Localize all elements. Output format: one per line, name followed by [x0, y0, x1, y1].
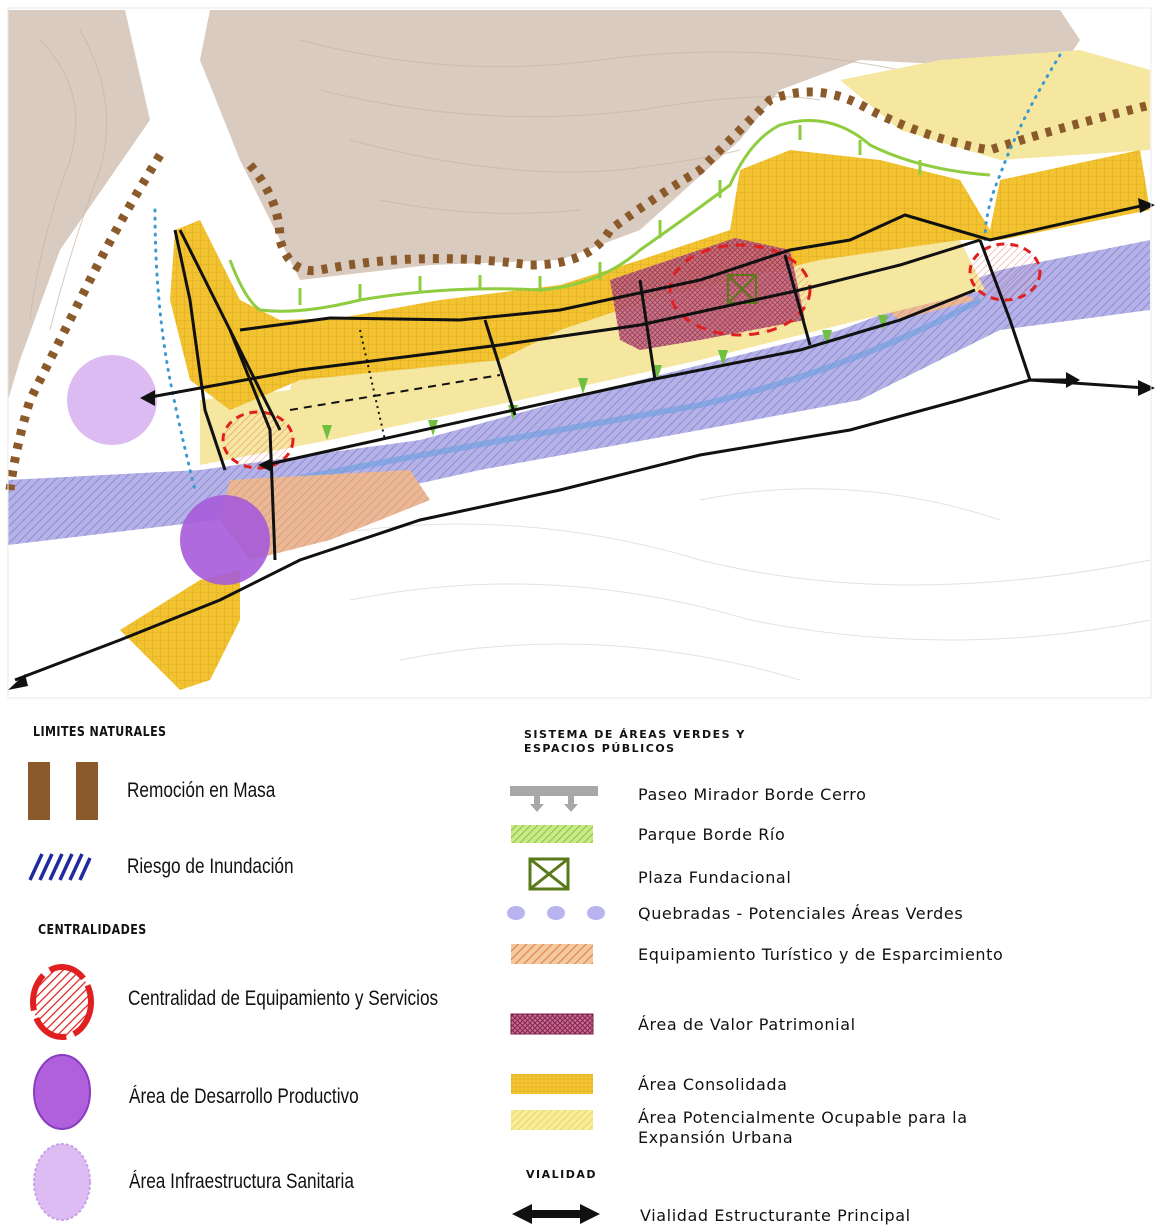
river-band: [8, 240, 1150, 545]
main-road-south: [14, 378, 1146, 682]
productive-area-icon: [33, 1054, 91, 1130]
consolidated-area-icon: [511, 1074, 593, 1094]
hill-area-north: [200, 10, 1080, 280]
main-road-arrow-icon: [512, 1204, 600, 1224]
mass-removal-line-west: [5, 152, 164, 491]
legend-heading-natural-limits: LIMITES NATURALES: [33, 725, 167, 740]
legend-label-tourism-equipment: Equipamiento Turístico y de Esparcimient…: [638, 945, 1004, 964]
sanitary-area-icon: [33, 1143, 91, 1221]
heritage-area-icon: [510, 1013, 594, 1035]
ravine-dots-icon: [507, 906, 605, 920]
legend-label-flood-risk: Riesgo de Inundación: [127, 855, 294, 878]
legend-label-ravine-green: Quebradas - Potenciales Áreas Verdes: [638, 904, 964, 923]
services-centrality-icon: [30, 964, 94, 1040]
legend-label-founding-plaza: Plaza Fundacional: [638, 868, 792, 887]
legend-heading-roads: VIALIDAD: [526, 1168, 597, 1181]
mass-removal-icon: [28, 762, 98, 820]
legend-label-productive-area: Área de Desarrollo Productivo: [129, 1085, 359, 1108]
urban-plan-map: [5, 7, 1155, 699]
mass-removal-line-center: [246, 87, 1152, 276]
ravine-line-west: [153, 208, 197, 492]
legend-panel: LIMITES NATURALES Remoción en Masa Riesg…: [0, 700, 1159, 1229]
legend-label-hill-lookout-walk: Paseo Mirador Borde Cerro: [638, 785, 867, 804]
riverside-walk-line: [228, 119, 991, 313]
tourism-equipment-icon: [511, 944, 593, 964]
legend-label-main-road: Vialidad Estructurante Principal: [640, 1206, 911, 1225]
legend-heading-centralities: CENTRALIDADES: [38, 923, 147, 938]
legend-heading-green-system: SISTEMA DE ÁREAS VERDES Y ESPACIOS PÚBLI…: [524, 728, 746, 755]
sanitary-area-circle: [67, 355, 157, 445]
hill-lookout-walk-icon: [510, 786, 598, 812]
services-centrality-circle-west: [221, 410, 295, 470]
legend-label-services-centrality: Centralidad de Equipamiento y Servicios: [128, 987, 439, 1010]
expansion-area-icon: [511, 1110, 593, 1130]
expansion-area-northeast: [840, 50, 1150, 160]
river-channel: [299, 297, 982, 481]
services-centrality-circle-east: [968, 242, 1042, 302]
riverside-park-icon: [511, 825, 593, 843]
legend-label-heritage-area: Área de Valor Patrimonial: [638, 1015, 856, 1034]
legend-label-riverside-park: Parque Borde Río: [638, 825, 786, 844]
productive-area-circle: [180, 495, 270, 585]
legend-label-consolidated-area: Área Consolidada: [638, 1075, 788, 1094]
legend-label-mass-removal: Remoción en Masa: [127, 779, 276, 802]
legend-label-sanitary-area: Área Infraestructura Sanitaria: [129, 1170, 354, 1193]
flood-risk-icon: [28, 853, 92, 881]
founding-plaza-icon: [528, 857, 570, 891]
legend-label-expansion-area: Área Potencialmente Ocupable para la Exp…: [638, 1108, 968, 1147]
consolidated-area-south: [120, 570, 240, 690]
ravine-line-east: [983, 53, 1062, 242]
hill-area-west: [8, 10, 150, 400]
